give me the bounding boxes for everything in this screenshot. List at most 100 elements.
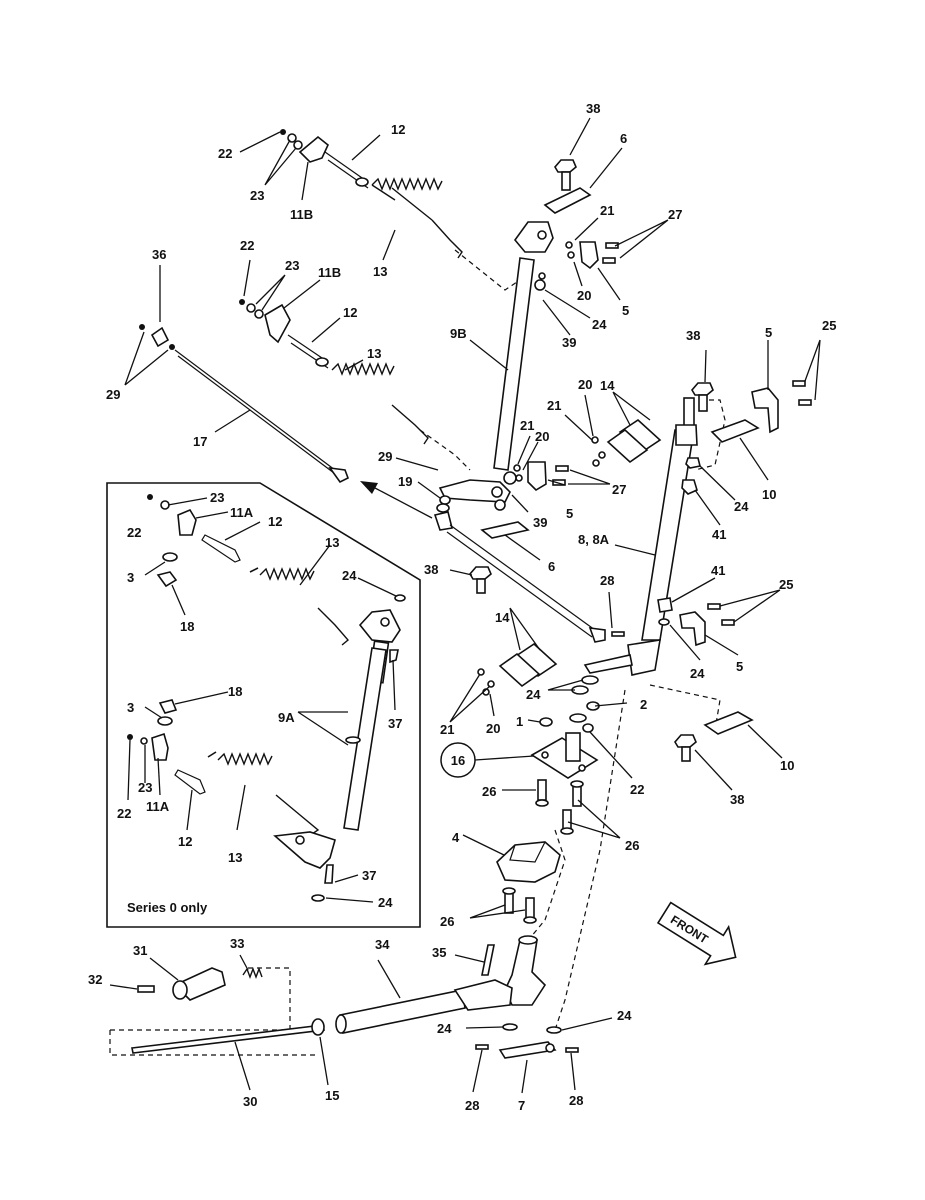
label-5: 5 xyxy=(736,659,743,674)
label-3: 3 xyxy=(127,700,134,715)
shaft-assembly xyxy=(131,935,579,1059)
label-9a: 9A xyxy=(278,710,295,725)
label-24: 24 xyxy=(592,317,607,332)
link-7 xyxy=(498,1041,557,1059)
strap-6-lower xyxy=(480,521,530,539)
label-23: 23 xyxy=(285,258,299,273)
top-spring-assembly xyxy=(280,129,463,259)
label-20: 20 xyxy=(578,377,592,392)
label-22: 22 xyxy=(117,806,131,821)
label-22: 22 xyxy=(127,525,141,540)
label-19: 19 xyxy=(398,474,412,489)
label-38: 38 xyxy=(424,562,438,577)
label-22: 22 xyxy=(630,782,644,797)
label-12: 12 xyxy=(391,122,405,137)
rod-9a xyxy=(343,647,387,831)
label-35: 35 xyxy=(432,945,446,960)
label-5: 5 xyxy=(765,325,772,340)
label-39: 39 xyxy=(533,515,547,530)
label-23: 23 xyxy=(250,188,264,203)
label-3: 3 xyxy=(127,570,134,585)
label-31: 31 xyxy=(133,943,147,958)
label-24: 24 xyxy=(378,895,393,910)
label-23: 23 xyxy=(210,490,224,505)
label-10: 10 xyxy=(762,487,776,502)
label-14: 14 xyxy=(495,610,510,625)
label-18: 18 xyxy=(180,619,194,634)
part-labels: 38 6 21 27 20 5 24 39 22 23 11B 12 13 22… xyxy=(88,101,836,1113)
linkage-9b-assembly xyxy=(438,159,619,539)
plate-16 xyxy=(530,737,599,779)
label-6: 6 xyxy=(620,131,627,146)
label-18: 18 xyxy=(228,684,242,699)
label-21: 21 xyxy=(600,203,614,218)
label-11b: 11B xyxy=(290,207,313,222)
label-10: 10 xyxy=(780,758,794,773)
label-29: 29 xyxy=(378,449,392,464)
leader-lines xyxy=(109,117,821,1094)
rod-9b xyxy=(493,257,535,471)
label-13: 13 xyxy=(325,535,339,550)
pivot-plate-assembly xyxy=(496,675,600,924)
bolt-38-top xyxy=(554,159,577,191)
label-11a: 11A xyxy=(146,799,170,814)
rod-17-assembly xyxy=(139,324,433,519)
label-22: 22 xyxy=(218,146,232,161)
label-8-8a: 8, 8A xyxy=(578,532,610,547)
label-37: 37 xyxy=(362,868,376,883)
label-5: 5 xyxy=(622,303,629,318)
label-15: 15 xyxy=(325,1088,339,1103)
label-1: 1 xyxy=(516,714,523,729)
rod-30 xyxy=(131,1024,325,1054)
label-27: 27 xyxy=(668,207,682,222)
callout-16-label: 16 xyxy=(451,753,465,768)
label-36: 36 xyxy=(152,247,166,262)
label-13: 13 xyxy=(228,850,242,865)
front-arrow: FRONT xyxy=(656,901,737,966)
label-2: 2 xyxy=(640,697,647,712)
label-14: 14 xyxy=(600,378,615,393)
brackets-14 xyxy=(477,418,662,696)
label-20: 20 xyxy=(486,721,500,736)
label-21: 21 xyxy=(547,398,561,413)
label-37: 37 xyxy=(388,716,402,731)
spring-13-inset-b xyxy=(217,752,320,835)
linkage-8-assembly xyxy=(583,380,812,762)
label-41: 41 xyxy=(712,527,726,542)
label-22: 22 xyxy=(240,238,254,253)
label-24: 24 xyxy=(617,1008,632,1023)
inset-caption: Series 0 only xyxy=(127,900,208,915)
second-spring-assembly xyxy=(239,299,429,445)
label-26: 26 xyxy=(625,838,639,853)
label-11b: 11B xyxy=(318,265,341,280)
label-5: 5 xyxy=(566,506,573,521)
label-30: 30 xyxy=(243,1094,257,1109)
label-12: 12 xyxy=(343,305,357,320)
label-7: 7 xyxy=(518,1098,525,1113)
label-25: 25 xyxy=(822,318,836,333)
label-12: 12 xyxy=(178,834,192,849)
label-33: 33 xyxy=(230,936,244,951)
label-26: 26 xyxy=(482,784,496,799)
label-13: 13 xyxy=(373,264,387,279)
label-24: 24 xyxy=(734,499,749,514)
label-13: 13 xyxy=(367,346,381,361)
label-32: 32 xyxy=(88,972,102,987)
label-28: 28 xyxy=(465,1098,479,1113)
label-11a: 11A xyxy=(230,505,254,520)
label-23: 23 xyxy=(138,780,152,795)
label-20: 20 xyxy=(577,288,591,303)
label-38: 38 xyxy=(730,792,744,807)
strap-10-lower xyxy=(703,711,754,735)
label-9b: 9B xyxy=(450,326,467,341)
label-21: 21 xyxy=(440,722,454,737)
label-34: 34 xyxy=(375,937,390,952)
rod-19-assembly xyxy=(433,495,625,643)
spring-13-inset-a xyxy=(259,567,349,646)
label-21: 21 xyxy=(520,418,534,433)
label-39: 39 xyxy=(562,335,576,350)
series-0-inset xyxy=(106,482,421,928)
spring-13-second xyxy=(331,362,429,445)
label-25: 25 xyxy=(779,577,793,592)
